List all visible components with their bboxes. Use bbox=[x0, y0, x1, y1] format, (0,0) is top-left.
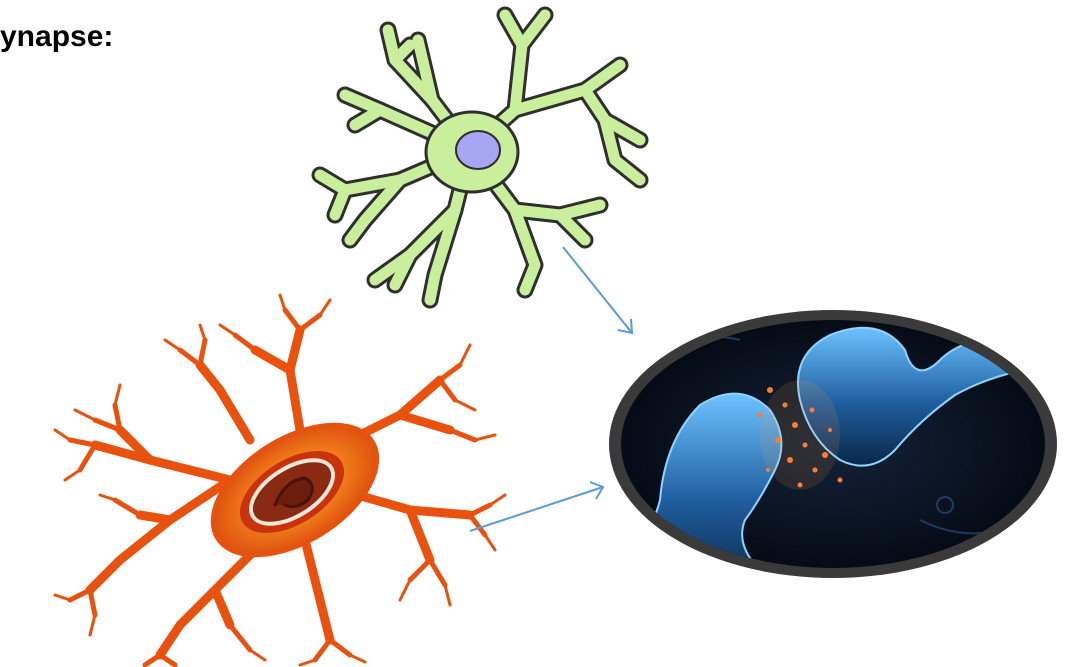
arrow-top-to-synapse bbox=[563, 247, 632, 333]
green-neuron-nucleus bbox=[456, 131, 500, 169]
synapse-image-icon bbox=[609, 310, 1060, 590]
orange-neuron-icon bbox=[55, 295, 505, 665]
green-neuron-icon bbox=[320, 15, 640, 300]
